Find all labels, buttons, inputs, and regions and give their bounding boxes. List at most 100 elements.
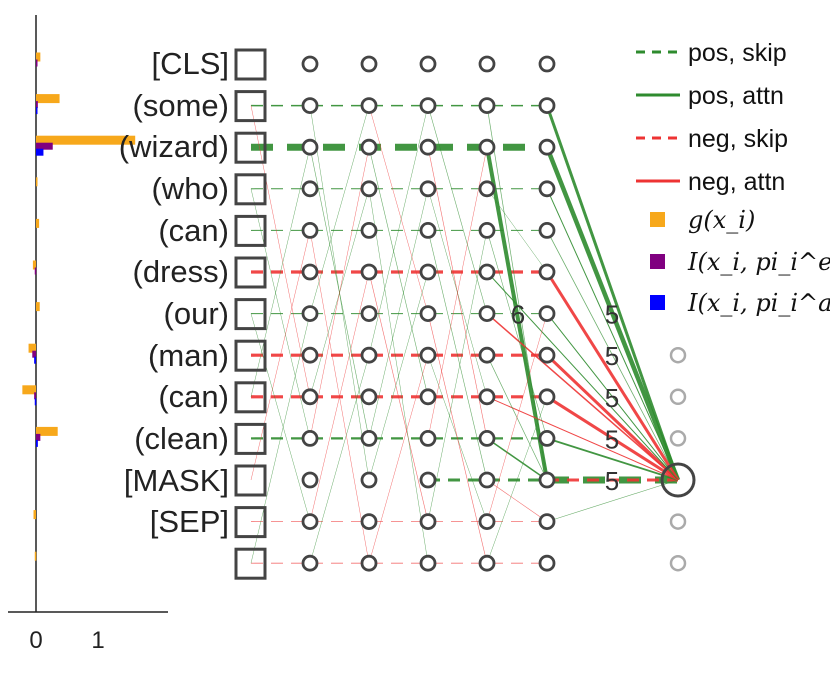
attn-edge-pos xyxy=(250,188,311,439)
token-label: (our) xyxy=(164,296,229,331)
attn-edge-pos xyxy=(486,105,548,481)
attn-edge-pos xyxy=(368,147,429,397)
bar-g xyxy=(36,52,41,62)
token-label: (who) xyxy=(151,171,229,206)
attn-edge-pos xyxy=(546,479,679,522)
embedding-node xyxy=(234,48,267,81)
bar-ie xyxy=(36,101,38,109)
layer-node xyxy=(478,388,496,406)
token-label: (can) xyxy=(158,213,229,248)
legend-swatch-ie xyxy=(650,254,665,269)
layer-node xyxy=(419,180,437,198)
attn-edge-pos xyxy=(545,105,680,481)
legend-swatch-ia xyxy=(650,295,665,310)
legend-label-neg-attn: neg, attn xyxy=(688,168,785,196)
layer-node xyxy=(360,97,378,114)
output-node xyxy=(669,430,687,447)
layer-node xyxy=(538,138,556,156)
embedding-node xyxy=(234,506,267,539)
attn-edge-neg xyxy=(250,105,311,397)
attn-edge-neg xyxy=(486,313,548,522)
attn-edge-pos xyxy=(250,147,311,397)
token-label: (clean) xyxy=(134,421,229,456)
layer-node xyxy=(478,554,496,572)
layer-node xyxy=(360,180,378,198)
attn-edge-pos xyxy=(368,105,429,356)
layer-node xyxy=(538,180,556,198)
layer-node xyxy=(478,429,496,447)
layer-node xyxy=(301,305,319,323)
token-label: (wizard) xyxy=(119,129,229,164)
layer-node xyxy=(301,513,319,530)
layer-node xyxy=(419,429,437,447)
layer-node xyxy=(478,513,496,530)
token-label: (man) xyxy=(148,338,229,373)
bar-ia xyxy=(36,148,44,156)
layer-node xyxy=(301,388,319,406)
layer-node xyxy=(360,263,378,281)
embedding-node xyxy=(234,90,267,123)
attn-edge-neg xyxy=(309,271,370,522)
layer-node xyxy=(478,346,496,364)
attn-edge-neg xyxy=(545,354,680,482)
layer-node xyxy=(360,554,378,572)
attn-edge-pos xyxy=(546,230,679,481)
histogram-bars xyxy=(22,52,136,561)
layer-node xyxy=(360,305,378,323)
attn-edge-pos xyxy=(544,146,681,481)
embedding-node xyxy=(234,381,267,414)
bar-ie xyxy=(34,267,37,275)
bar-ia xyxy=(34,398,37,406)
attn-edge-pos xyxy=(427,188,488,397)
edge-count-label: 6 xyxy=(511,300,525,330)
attn-edge-pos xyxy=(250,313,311,522)
layer-node xyxy=(419,305,437,323)
layer-node xyxy=(301,221,319,239)
attn-edge-pos xyxy=(368,188,429,439)
token-label: [CLS] xyxy=(151,46,229,81)
bar-ia xyxy=(36,107,38,115)
layer-node xyxy=(301,346,319,364)
bar-g xyxy=(33,510,36,520)
attn-edge-pos xyxy=(309,105,370,314)
bar-g xyxy=(36,94,60,104)
layer-node xyxy=(419,221,437,239)
layer-node xyxy=(478,471,496,489)
attn-edge-pos xyxy=(427,230,488,481)
legend-label-pos-skip: pos, skip xyxy=(688,39,787,67)
histogram-tick-0: 0 xyxy=(29,627,42,654)
bar-ie xyxy=(36,142,53,150)
bar-ie xyxy=(32,350,36,358)
layer-node xyxy=(538,55,556,73)
layer-node xyxy=(538,97,556,114)
output-node xyxy=(669,554,687,572)
attn-edge-neg xyxy=(368,355,429,564)
token-label: [MASK] xyxy=(124,463,229,498)
output-node xyxy=(669,346,687,364)
legend-label-g: g(x_i) xyxy=(688,206,755,234)
bar-ia xyxy=(36,439,38,447)
layer-node xyxy=(360,429,378,447)
layer-node xyxy=(360,388,378,406)
embedding-node xyxy=(234,422,267,455)
attn-edge-pos xyxy=(486,271,679,481)
attn-edge-pos xyxy=(546,188,679,481)
bar-g xyxy=(36,218,40,228)
legend-label-neg-skip: neg, skip xyxy=(688,125,788,153)
circuit-edges xyxy=(250,104,681,564)
layer-node xyxy=(419,138,437,156)
layer-node xyxy=(360,346,378,364)
layer-node xyxy=(360,471,378,489)
bar-g xyxy=(28,343,36,353)
circuit-nodes xyxy=(234,48,696,580)
layer-node xyxy=(538,513,556,530)
layer-node xyxy=(360,138,378,156)
attn-edge-pos xyxy=(309,355,370,564)
embedding-node xyxy=(234,339,267,372)
bar-ie xyxy=(36,59,38,67)
embedding-node xyxy=(234,214,267,247)
legend-label-pos-attn: pos, attn xyxy=(688,82,784,110)
bar-ia xyxy=(34,356,36,364)
layer-node xyxy=(538,221,556,239)
attn-edge-pos xyxy=(486,437,548,481)
